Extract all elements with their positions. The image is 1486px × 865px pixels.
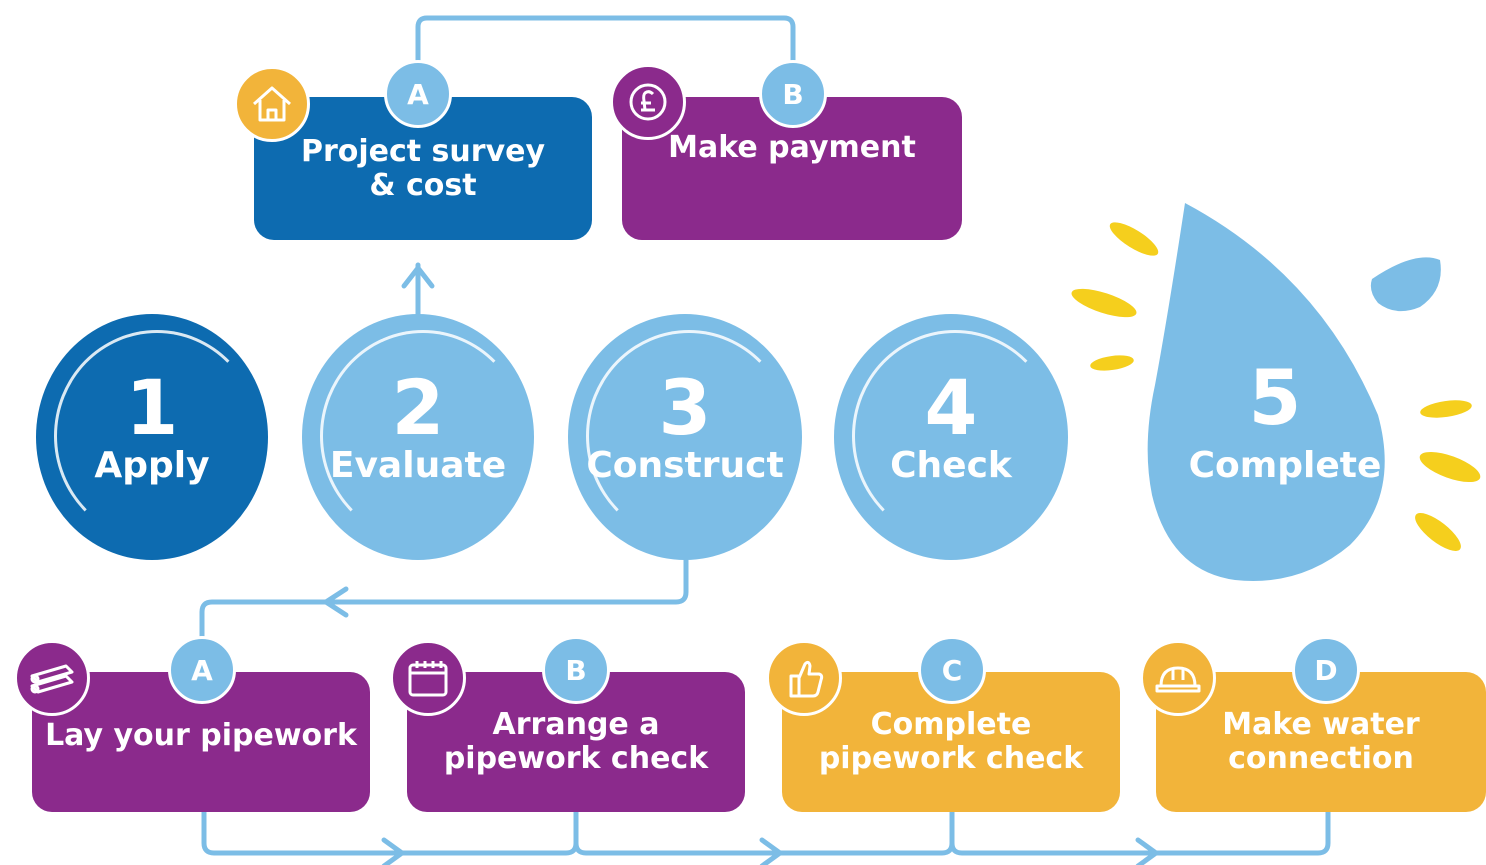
hard-hat-icon [1140,640,1216,716]
pipes-icon [14,640,90,716]
connector-bottom-b-c [573,809,955,856]
step-evaluate-circle: 2 Evaluate [302,314,534,560]
substep-badge-construct-c: C [918,636,986,704]
step-apply-circle: 1 Apply [36,314,268,560]
complete-check-line1: Complete [870,707,1032,742]
water-drop-shape [1147,203,1385,581]
connector-bottom-c-d [949,809,1331,856]
connector-construct-down [199,557,689,643]
water-connection-line1: Make water [1222,707,1420,742]
arrowhead-bottom-1 [381,837,405,865]
arrowhead-bottom-2 [759,837,783,865]
water-connection-line2: connection [1228,741,1414,776]
step-check-number: 4 [924,363,978,452]
substep-badge-evaluate-b: B [759,60,827,128]
step-complete-label: Complete [1188,445,1382,486]
water-drop-graphic [1071,203,1481,581]
step-check-label: Check [890,445,1012,486]
survey-cost-line2: & cost [369,167,477,203]
splash-marks [1071,222,1481,551]
thumbs-up-icon [766,640,842,716]
step-complete-number: 5 [1248,353,1302,442]
arrange-check-line1: Arrange a [492,707,660,742]
calendar-icon [390,640,466,716]
connector-evaluate-a-b [415,15,796,63]
step-check-circle: 4 Check [834,314,1068,560]
substep-badge-construct-d: D [1292,636,1360,704]
step-apply-number: 1 [125,363,179,452]
step-apply-label: Apply [94,445,210,486]
step-evaluate-number: 2 [391,363,445,452]
substep-badge-evaluate-a: A [384,60,452,128]
step-construct-number: 3 [658,363,712,452]
complete-check-line2: pipework check [818,741,1084,776]
arrange-check-line2: pipework check [443,741,709,776]
substep-badge-construct-a: A [168,636,236,704]
pound-icon [610,64,686,140]
make-payment-label: Make payment [668,129,916,165]
arrowhead-evaluate-up [401,265,435,289]
survey-cost-line1: Project survey [300,133,546,169]
small-drop-shape [1370,257,1441,312]
substep-badge-construct-b: B [542,636,610,704]
arrowhead-construct-left [323,586,349,618]
house-icon [234,66,310,142]
step-construct-circle: 3 Construct [568,314,802,560]
step-evaluate-label: Evaluate [329,445,507,486]
arrowhead-bottom-3 [1135,837,1159,865]
lay-pipework-label: Lay your pipework [45,718,357,753]
step-construct-label: Construct [586,445,784,486]
